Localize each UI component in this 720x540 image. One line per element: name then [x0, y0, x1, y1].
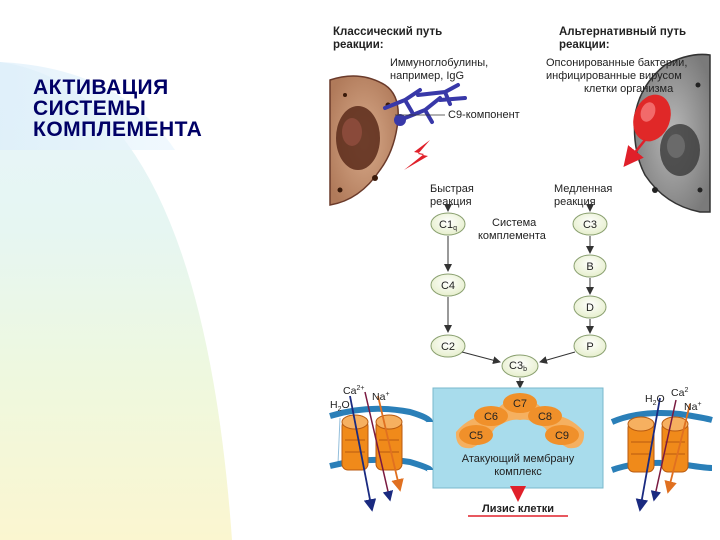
node-c1q: С1q — [430, 212, 466, 236]
svg-text:Альтернативный путь: Альтернативный путь — [559, 26, 686, 38]
svg-text:С2: С2 — [441, 341, 455, 353]
node-b: В — [573, 254, 607, 278]
slide-title: АКТИВАЦИЯ СИСТЕМЫ КОМПЛЕМЕНТА — [33, 77, 293, 140]
ions-right-labels: H2O Ca2 Na+ — [645, 387, 702, 413]
node-p: Р — [573, 334, 607, 358]
svg-text:реакции:: реакции: — [559, 39, 610, 51]
svg-text:С3: С3 — [583, 219, 597, 231]
arrow-c2-to-c3b — [461, 351, 501, 365]
node-c3: С3 — [572, 212, 608, 236]
slow-reaction-label: Медленная реакция — [554, 183, 612, 208]
mac-blob-c8: С8 — [528, 406, 562, 426]
svg-text:реакция: реакция — [430, 196, 472, 208]
lysis-label: Лизис клетки — [468, 503, 568, 517]
mac-blob-c7: С7 — [503, 393, 537, 413]
svg-text:Система: Система — [492, 217, 537, 229]
svg-text:С6: С6 — [484, 411, 498, 423]
title-line-3: КОМПЛЕМЕНТА — [33, 118, 203, 141]
svg-text:D: D — [586, 302, 594, 314]
svg-text:Лизис клетки: Лизис клетки — [482, 503, 554, 515]
svg-text:реакции:: реакции: — [333, 39, 384, 51]
svg-text:комплекс: комплекс — [494, 466, 542, 478]
svg-text:Ca2: Ca2 — [671, 387, 688, 399]
ion-channel-icon — [329, 405, 433, 472]
title-line-1: АКТИВАЦИЯ — [33, 76, 169, 99]
node-c4: С4 — [430, 273, 466, 297]
svg-text:H2O: H2O — [330, 399, 350, 413]
arrow-p-to-c3b — [539, 351, 576, 364]
svg-text:Быстрая: Быстрая — [430, 183, 474, 195]
svg-text:инфицированные вирусом: инфицированные вирусом — [546, 70, 682, 82]
node-c2: С2 — [430, 334, 466, 358]
svg-text:Р: Р — [586, 341, 593, 353]
svg-text:Na+: Na+ — [372, 391, 390, 403]
svg-text:Иммуноглобулины,: Иммуноглобулины, — [390, 57, 488, 69]
node-c3b: С3b — [501, 354, 539, 378]
mac-blob-c5: С5 — [459, 425, 493, 445]
svg-text:Ca2+: Ca2+ — [343, 385, 364, 397]
svg-text:например, IgG: например, IgG — [390, 70, 464, 82]
svg-text:С5: С5 — [469, 430, 483, 442]
svg-text:С4: С4 — [441, 280, 455, 292]
fast-reaction-label: Быстрая реакция — [430, 183, 474, 208]
svg-text:Атакующий мембрану: Атакующий мембрану — [462, 453, 575, 465]
membrane-attack-complex: С7 С6 С8 С5 С9 Атакующий мембрану компле… — [432, 387, 604, 489]
svg-text:H2O: H2O — [645, 393, 665, 407]
antibody-icon — [383, 83, 467, 126]
complement-system-label: Система комплемента — [478, 217, 547, 242]
svg-text:Классический путь: Классический путь — [333, 26, 442, 38]
lightning-icon — [404, 140, 430, 170]
mac-label: Атакующий мембрану комплекс — [462, 453, 575, 478]
left-cell-icon — [329, 75, 399, 206]
alternative-path-label: Альтернативный путь реакции: — [559, 26, 686, 51]
svg-text:С3b: С3b — [509, 360, 527, 373]
immunoglobulins-label: Иммуноглобулины, например, IgG — [390, 57, 488, 82]
svg-text:реакция: реакция — [554, 196, 596, 208]
mac-blob-c6: С6 — [474, 406, 508, 426]
svg-text:Медленная: Медленная — [554, 183, 612, 195]
red-arrow-right — [623, 139, 646, 167]
svg-text:С7: С7 — [513, 398, 527, 410]
mac-blob-c9: С9 — [545, 425, 579, 445]
classic-path-label: Классический путь реакции: — [333, 26, 442, 51]
svg-text:В: В — [586, 261, 593, 273]
svg-text:комплемента: комплемента — [478, 230, 547, 242]
c9-component-label: С9-компонент — [448, 109, 520, 121]
svg-text:клетки организма: клетки организма — [584, 83, 674, 95]
svg-text:Опсонированные бактерии,: Опсонированные бактерии, — [546, 57, 687, 69]
title-line-2: СИСТЕМЫ — [33, 97, 147, 120]
bacterium-icon — [633, 94, 671, 142]
right-cell-icon — [633, 53, 711, 213]
svg-text:Na+: Na+ — [684, 401, 702, 413]
svg-text:С8: С8 — [538, 411, 552, 423]
svg-text:С1q: С1q — [439, 219, 457, 232]
node-d: D — [573, 295, 607, 319]
svg-text:С9: С9 — [555, 430, 569, 442]
opsonized-label: Опсонированные бактерии, инфицированные … — [546, 57, 687, 95]
ions-left-labels: Ca2+ H2O Na+ — [330, 385, 390, 413]
